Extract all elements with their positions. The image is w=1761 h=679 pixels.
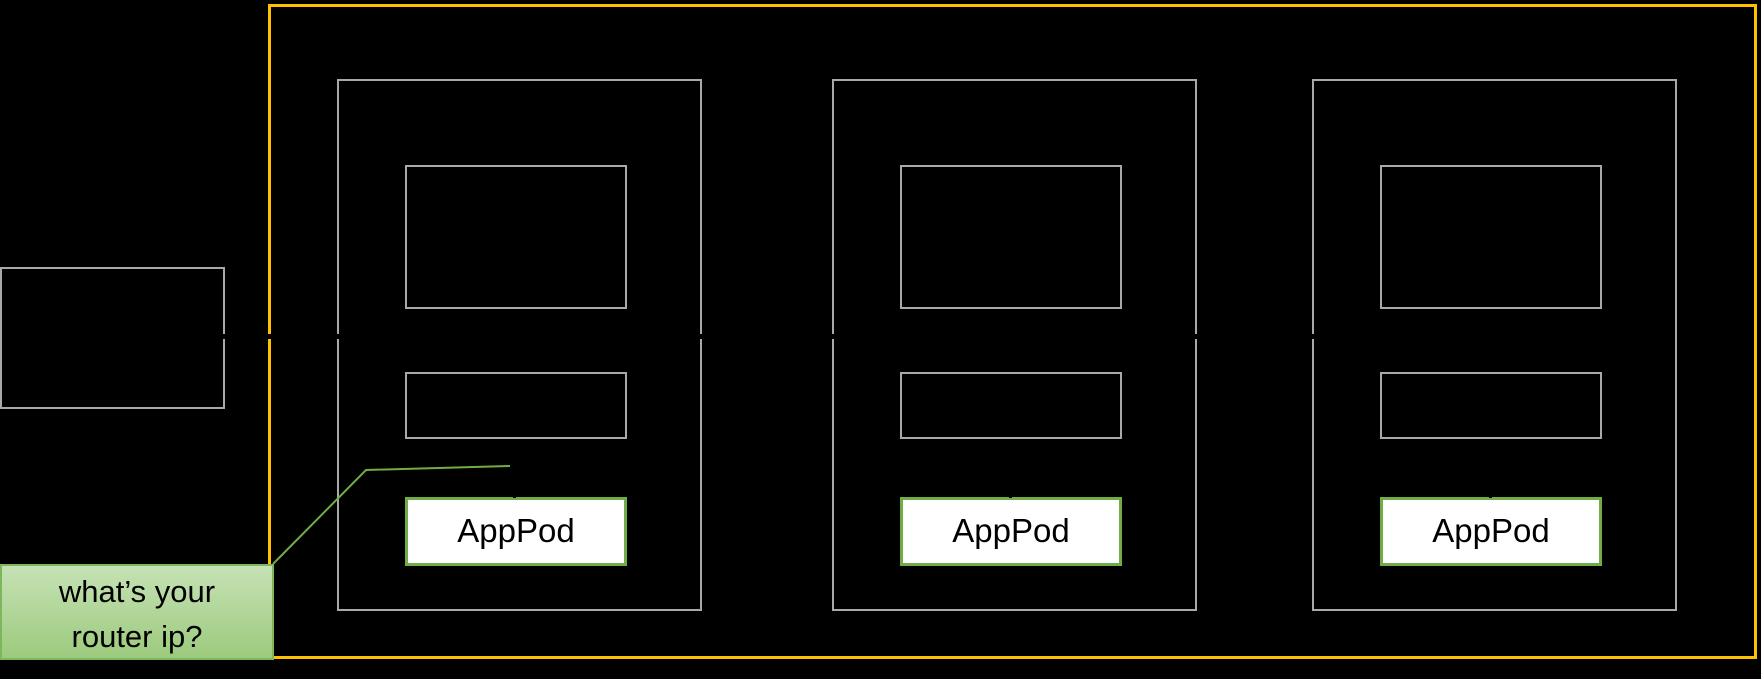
- external-left-box: [0, 267, 225, 409]
- callout-line-2: router ip?: [71, 619, 203, 654]
- node-2-middle-box: [900, 372, 1122, 439]
- hidden-horizontal-connector: [221, 334, 1401, 339]
- node-1-upper-box: [405, 165, 627, 309]
- callout-line-1: what’s your: [58, 574, 216, 609]
- node-3-upper-box: [1380, 165, 1602, 309]
- hidden-stub-node1-lower: [513, 441, 516, 498]
- node-1-apppod-label: AppPod: [457, 512, 575, 549]
- node-3-apppod-box: AppPod: [1380, 497, 1602, 566]
- router-ip-callout: what’s your router ip?: [0, 564, 274, 660]
- node-box-1: AppPod: [337, 79, 702, 611]
- node-2-upper-box: [900, 165, 1122, 309]
- node-1-apppod-box: AppPod: [405, 497, 627, 566]
- node-2-apppod-box: AppPod: [900, 497, 1122, 566]
- node-2-apppod-label: AppPod: [952, 512, 1070, 549]
- node-box-3: AppPod: [1312, 79, 1677, 611]
- hidden-stub-node2-lower: [1009, 441, 1012, 498]
- node-3-apppod-label: AppPod: [1432, 512, 1550, 549]
- node-box-2: AppPod: [832, 79, 1197, 611]
- cluster-boundary-box: [268, 4, 1757, 659]
- hidden-stub-node3-lower: [1489, 441, 1492, 498]
- hidden-stub-node2-upper: [1009, 310, 1012, 372]
- node-1-middle-box: [405, 372, 627, 439]
- hidden-stub-node1-upper: [513, 310, 516, 372]
- node-3-middle-box: [1380, 372, 1602, 439]
- hidden-stub-node3-upper: [1489, 310, 1492, 372]
